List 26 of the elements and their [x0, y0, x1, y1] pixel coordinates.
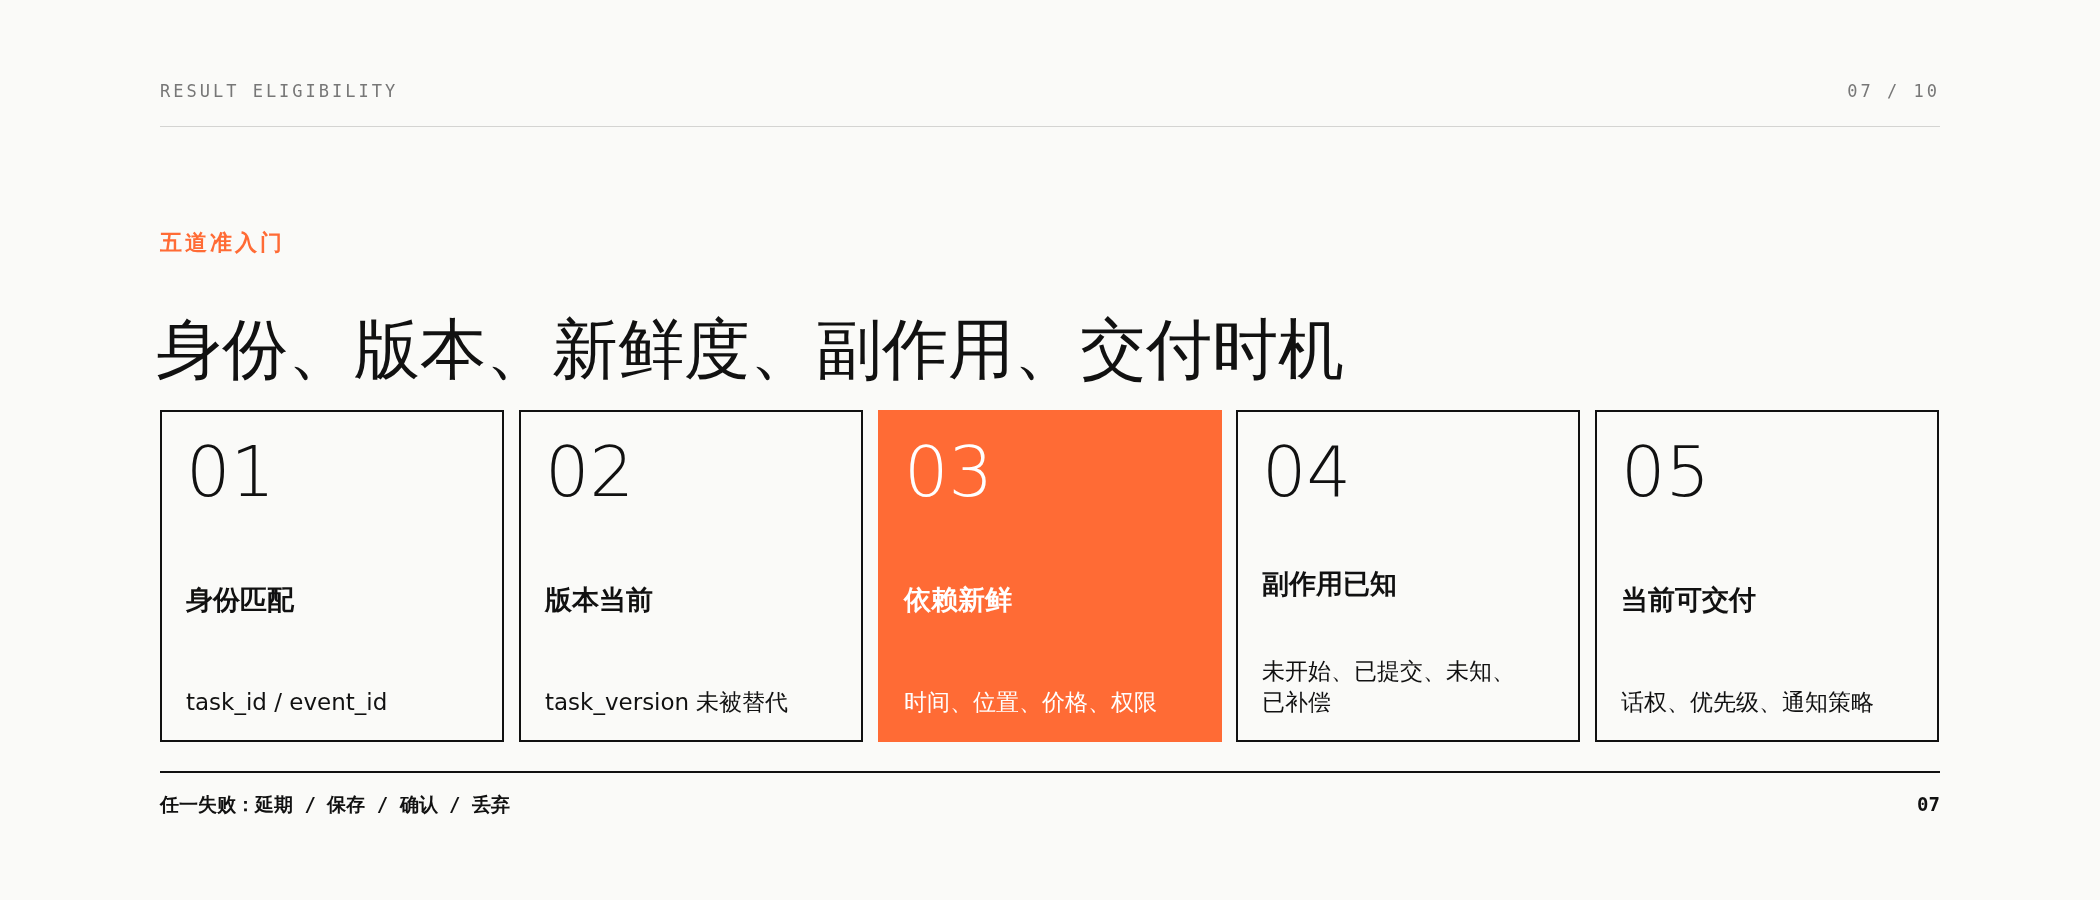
step-description: 话权、优先级、通知策略	[1621, 688, 1875, 717]
footer-note: 任一失败：延期 / 保存 / 确认 / 丢弃	[160, 792, 510, 817]
eyebrow-label: 五道准入门	[160, 229, 285, 257]
step-heading: 版本当前	[545, 582, 653, 617]
step-number: 04	[1262, 432, 1352, 512]
step-number: 05	[1621, 432, 1711, 512]
step-heading: 依赖新鲜	[904, 582, 1012, 617]
step-card	[160, 410, 504, 742]
step-heading: 当前可交付	[1621, 582, 1756, 617]
step-number: 03	[904, 432, 994, 512]
step-description: task_id / event_id	[186, 688, 389, 717]
page-number: 07	[1917, 792, 1940, 817]
step-card	[1236, 410, 1580, 742]
step-description: task_version 未被替代	[545, 688, 790, 717]
step-description: 未开始、已提交、未知、已补偿	[1262, 657, 1516, 717]
step-heading: 身份匹配	[186, 582, 294, 617]
step-card	[519, 410, 863, 742]
slide-title: 身份、版本、新鲜度、副作用、交付时机	[156, 312, 1344, 388]
step-description: 时间、位置、价格、权限	[904, 688, 1158, 717]
step-heading: 副作用已知	[1262, 567, 1397, 601]
step-card	[1595, 410, 1939, 742]
highlighted-card	[878, 410, 1222, 742]
header-label: RESULT ELIGIBILITY	[160, 80, 399, 102]
step-number: 01	[186, 432, 276, 512]
step-number: 02	[545, 432, 635, 512]
page-counter: 07 / 10	[1847, 80, 1940, 102]
